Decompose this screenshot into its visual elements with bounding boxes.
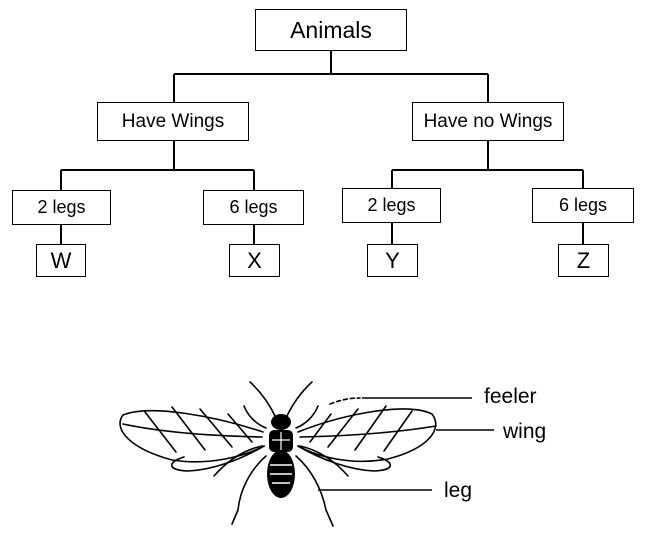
leaf-w: W — [36, 244, 86, 277]
label-wing: wing — [503, 420, 547, 443]
leaf-y: Y — [367, 244, 418, 277]
node-animals: Animals — [255, 9, 407, 51]
leaf-z: Z — [558, 244, 609, 277]
node-have-wings: Have Wings — [97, 102, 249, 141]
label-feeler: feeler — [484, 385, 537, 408]
node-nowings-6-legs: 6 legs — [532, 188, 634, 223]
leaf-x: X — [229, 244, 280, 277]
node-nowings-2-legs: 2 legs — [342, 188, 441, 223]
node-wings-2-legs: 2 legs — [12, 190, 111, 225]
node-wings-6-legs: 6 legs — [203, 190, 304, 225]
node-have-no-wings: Have no Wings — [412, 102, 564, 141]
label-leg: leg — [444, 479, 473, 502]
classification-tree-connectors — [60, 51, 584, 244]
